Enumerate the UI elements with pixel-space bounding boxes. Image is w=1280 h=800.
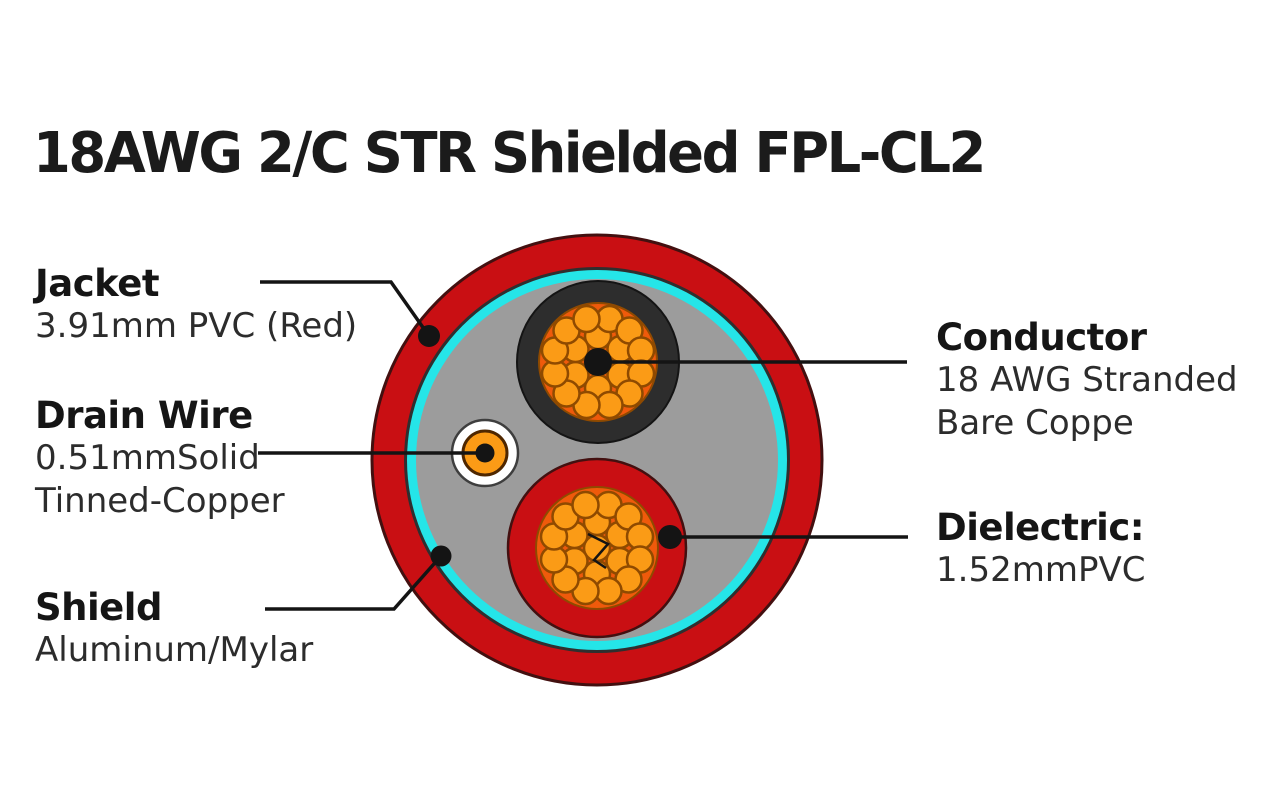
conductor-label-desc-line1: 18 AWG Stranded (936, 360, 1238, 400)
jacket-label-desc: 3.91mm PVC (Red) (35, 306, 358, 346)
strand (571, 490, 600, 520)
conductor-label: Conductor 18 AWG Stranded Bare Coppe (936, 316, 1238, 445)
leader-lines (258, 280, 908, 611)
page-title: 18AWG 2/C STR Shielded FPL-CL2 (33, 121, 986, 186)
drain-wire-label-title: Drain Wire (35, 394, 253, 437)
conductor-anchor-dot (584, 348, 612, 376)
drain-wire-label-desc-line1: 0.51mmSolid (35, 438, 260, 478)
conductor-label-title: Conductor (936, 316, 1147, 359)
strand (572, 304, 601, 334)
jacket-anchor-dot (418, 325, 440, 347)
jacket-leader-line (260, 280, 431, 338)
conductor-bottom (506, 457, 688, 639)
dielectric-anchor-dot (658, 525, 682, 549)
shield-label-title: Shield (35, 586, 162, 629)
drain-wire-label: Drain Wire 0.51mmSolid Tinned-Copper (35, 394, 285, 523)
jacket-label: Jacket 3.91mm PVC (Red) (35, 262, 357, 348)
shield-anchor-dot (430, 545, 452, 567)
conductor-bottom-strands (539, 490, 655, 606)
dielectric-label-title: Dielectric: (936, 506, 1145, 549)
conductor-label-desc-line2: Bare Coppe (936, 403, 1134, 443)
shield-leader-line (265, 554, 443, 611)
jacket-label-title: Jacket (35, 262, 160, 305)
drain-wire-label-desc-line2: Tinned-Copper (35, 481, 285, 521)
dielectric-label: Dielectric: 1.52mmPVC (936, 506, 1145, 592)
dielectric-label-desc: 1.52mmPVC (936, 550, 1146, 590)
drain-wire-anchor-dot (475, 443, 495, 463)
leader-dots (418, 325, 682, 567)
shield-label: Shield Aluminum/Mylar (35, 586, 313, 672)
shield-label-desc: Aluminum/Mylar (35, 630, 314, 670)
bundle-crack-line (587, 532, 611, 570)
